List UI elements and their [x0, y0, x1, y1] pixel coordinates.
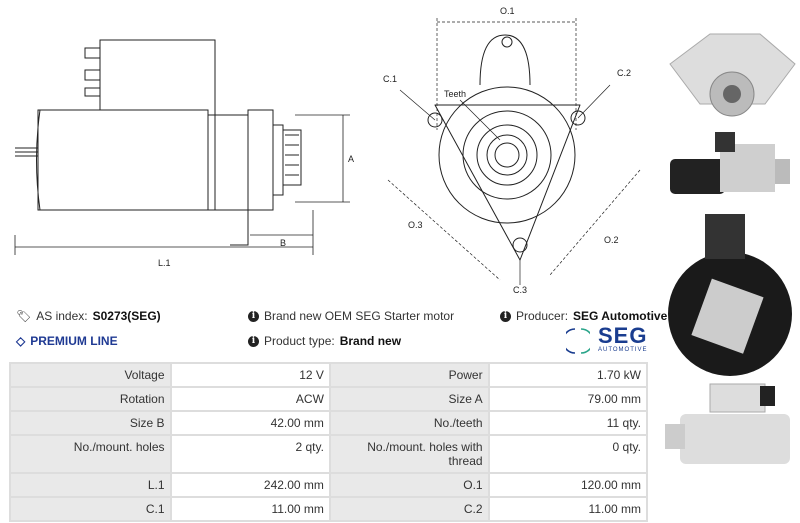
spec-value: 120.00 mm	[487, 472, 649, 498]
spec-value: 12 V	[169, 362, 331, 388]
spec-label: No./mount. holes with thread	[328, 434, 490, 474]
front-view-drawing	[387, 18, 641, 285]
premium-line-badge: ◇ PREMIUM LINE	[16, 334, 118, 348]
label-a: A	[348, 154, 355, 164]
label-o3: O.3	[408, 220, 423, 230]
as-index: 🏷︎ AS index: S0273(SEG)	[16, 309, 161, 323]
spec-label: No./teeth	[328, 410, 490, 436]
tag-icon: 🏷︎	[16, 309, 32, 323]
photo-rear	[668, 214, 792, 376]
spec-value: 11 qty.	[487, 410, 649, 436]
info-icon: i	[248, 335, 259, 347]
label-o2: O.2	[604, 235, 619, 245]
label-teeth: Teeth	[444, 89, 467, 99]
spec-label: Size A	[328, 386, 490, 412]
product-type: i Product type: Brand new	[248, 334, 401, 348]
spec-label: O.1	[328, 472, 490, 498]
producer: i Producer: SEG Automotive	[500, 309, 667, 323]
photo-angle	[665, 383, 790, 464]
spec-value: 242.00 mm	[169, 472, 331, 498]
as-index-value: S0273(SEG)	[92, 309, 161, 323]
spec-value: 11.00 mm	[169, 496, 331, 522]
photo-front	[669, 33, 796, 117]
spec-value: 11.00 mm	[487, 496, 649, 522]
spec-label: Power	[328, 362, 490, 388]
logo-arc-icon	[566, 328, 590, 354]
description: i Brand new OEM SEG Starter motor	[248, 309, 454, 323]
label-o1: O.1	[500, 6, 515, 16]
spec-label: No./mount. holes	[9, 434, 172, 474]
spec-label: C.2	[328, 496, 490, 522]
spec-label: C.1	[9, 496, 172, 522]
side-view-drawing	[14, 39, 350, 255]
spec-value: 79.00 mm	[487, 386, 649, 412]
label-l1: L.1	[158, 258, 171, 268]
spec-value: 1.70 kW	[487, 362, 649, 388]
spec-label: Voltage	[9, 362, 172, 388]
label-b: B	[280, 238, 287, 248]
product-photos	[665, 33, 796, 464]
spec-value: 2 qty.	[169, 434, 331, 474]
photo-side	[670, 132, 790, 194]
spec-label: L.1	[9, 472, 172, 498]
info-icon: i	[500, 310, 511, 322]
seg-automotive-logo: SEG AUTOMOTIVE	[566, 323, 650, 356]
spec-value: 42.00 mm	[169, 410, 331, 436]
label-c1: C.1	[383, 74, 398, 84]
spec-label: Rotation	[9, 386, 172, 412]
label-c2: C.2	[617, 68, 632, 78]
info-icon: i	[248, 310, 259, 322]
spec-label: Size B	[9, 410, 172, 436]
spec-value: ACW	[169, 386, 331, 412]
spec-value: 0 qty.	[487, 434, 649, 474]
diamond-icon: ◇	[16, 334, 26, 348]
label-c3: C.3	[513, 285, 528, 295]
